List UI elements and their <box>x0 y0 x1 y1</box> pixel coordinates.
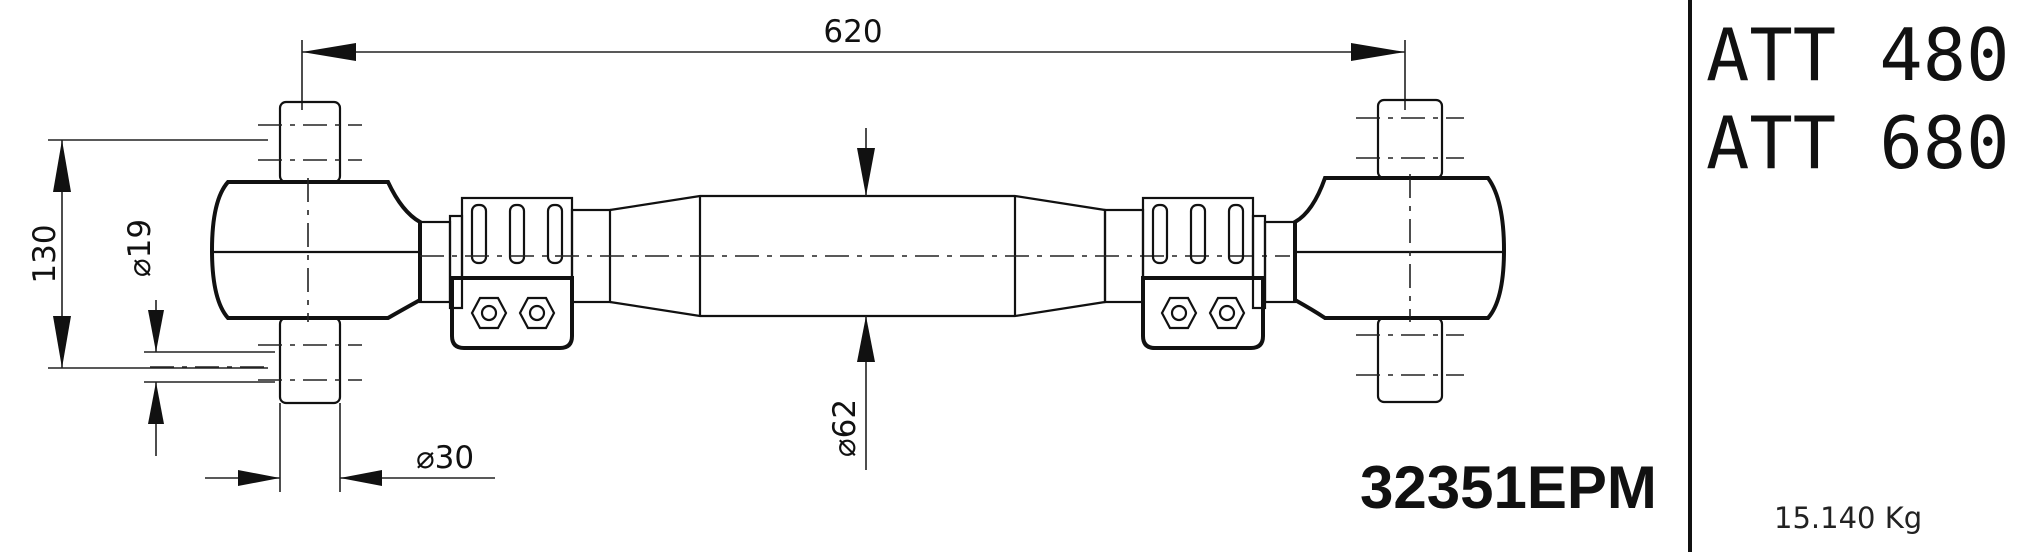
left-clamp <box>450 196 574 350</box>
tube-diameter-label: ⌀62 <box>827 399 863 457</box>
part-number: 32351EPM <box>1360 454 1657 521</box>
model-name-2: ATT 680 <box>1706 101 2009 185</box>
right-clamp <box>1141 196 1265 350</box>
right-joint <box>1251 98 1507 404</box>
overall-length-label: 620 <box>823 14 882 50</box>
pin-diameter-dimension: ⌀19 <box>122 219 275 456</box>
stud-diameter-label: ⌀30 <box>416 440 474 476</box>
model-name-1: ATT 480 <box>1706 13 2009 97</box>
weight-label: 15.140 Kg <box>1774 501 1922 535</box>
overall-length-dimension: 620 <box>301 14 1406 110</box>
tube-diameter-dimension: ⌀62 <box>827 128 875 470</box>
eye-height-label: 130 <box>27 224 63 283</box>
left-joint <box>209 100 464 405</box>
eye-height-dimension: 130 <box>27 139 268 369</box>
pin-diameter-label: ⌀19 <box>122 219 158 277</box>
tube <box>420 194 1290 318</box>
stud-diameter-dimension: ⌀30 <box>205 403 495 492</box>
